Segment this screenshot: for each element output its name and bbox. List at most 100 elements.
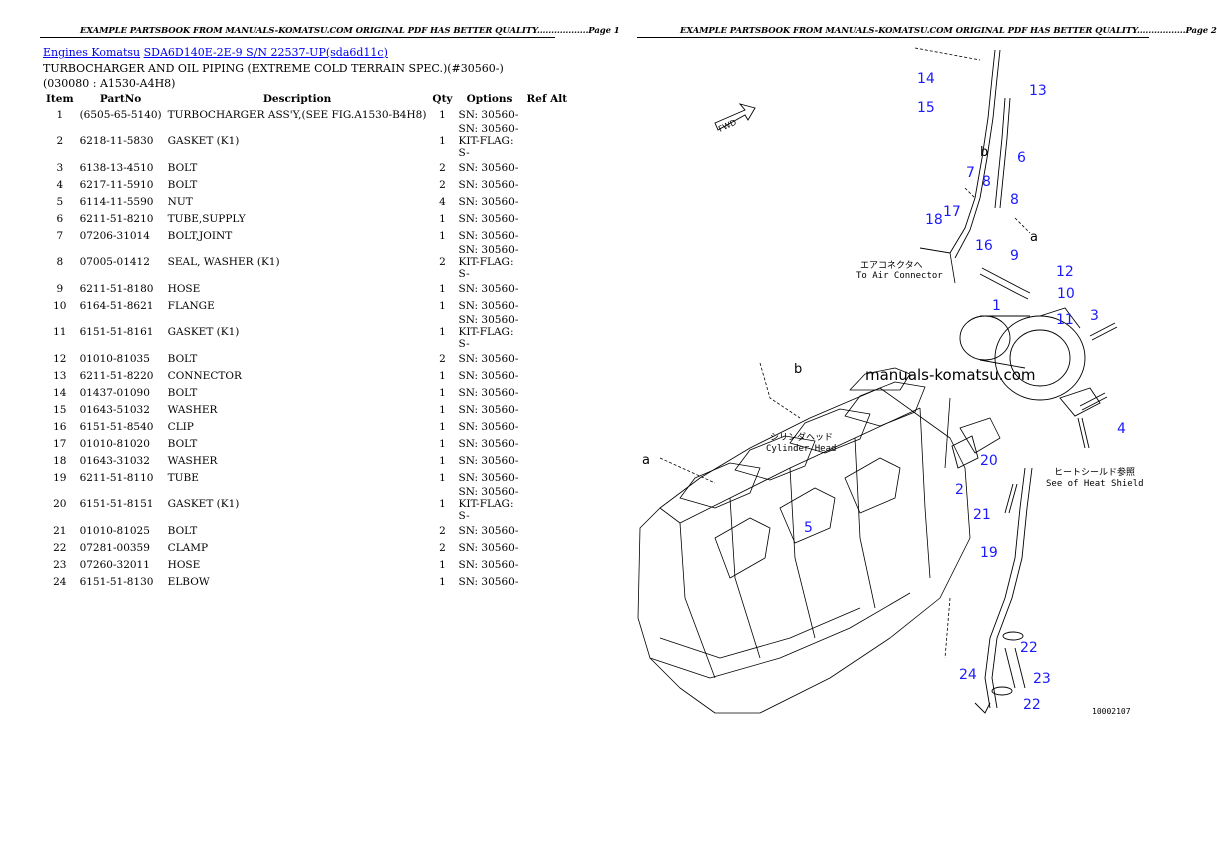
cell-item: 24 — [53, 575, 67, 588]
fwd-label: FWD — [717, 118, 738, 134]
table-row: 1(6505-65-5140)TURBOCHARGER ASS'Y,(SEE F… — [43, 106, 570, 123]
breadcrumb-link-model[interactable]: SDA6D140E-2E-9 S/N 22537-UP(sda6d11c) — [143, 46, 388, 59]
cell-description: BOLT — [167, 437, 198, 450]
cell-ref-alt — [524, 244, 571, 280]
callout-13: 13 — [1029, 83, 1047, 99]
callout-15: 15 — [917, 100, 935, 116]
cell-qty: 1 — [439, 454, 446, 467]
breadcrumb: Engines Komatsu SDA6D140E-2E-9 S/N 22537… — [43, 46, 388, 59]
cell-options: SN: 30560- — [458, 299, 519, 312]
cell-qty: 4 — [439, 195, 446, 208]
cell-item: 4 — [56, 178, 64, 191]
callout-5: 5 — [804, 520, 813, 536]
callout-11: 11 — [1056, 312, 1074, 328]
cell-options: SN: 30560- — [458, 437, 519, 450]
cell-item: 18 — [53, 454, 67, 467]
cell-partno: 6138-13-4510 — [79, 161, 154, 174]
cell-partno: 6217-11-5910 — [79, 178, 154, 191]
cell-options: SN: 30560- — [458, 403, 519, 416]
cell-ref-alt — [524, 435, 571, 452]
cell-item: 2 — [56, 135, 64, 147]
cell-ref-alt — [524, 539, 571, 556]
cell-description: WASHER — [167, 403, 218, 416]
turbocharger-drawing — [959, 307, 1101, 417]
cell-item: 21 — [53, 524, 67, 537]
cell-description: GASKET (K1) — [167, 498, 240, 510]
cell-ref-alt — [524, 573, 571, 590]
header-divider-2 — [637, 37, 1149, 38]
breadcrumb-link-engines[interactable]: Engines Komatsu — [43, 46, 141, 59]
cell-item: 12 — [53, 352, 67, 365]
cell-qty: 1 — [439, 420, 446, 433]
cell-options: SN: 30560- — [458, 575, 519, 588]
cell-qty: 1 — [439, 212, 446, 225]
cell-qty: 1 — [439, 558, 446, 571]
cell-description: BOLT — [167, 352, 198, 365]
cell-qty: 2 — [439, 352, 446, 365]
cell-description: BOLT — [167, 178, 198, 191]
ref-letter-a-left: a — [642, 453, 650, 468]
cell-options: SN: 30560- — [458, 386, 519, 399]
oil-piping-drawing — [919, 49, 1118, 714]
cell-item: 22 — [53, 541, 67, 554]
cell-ref-alt — [524, 193, 571, 210]
annotation-cylinder-head-jp: シリンダヘッド — [770, 431, 833, 443]
callout-8: 8 — [1010, 192, 1019, 208]
leader-lines — [659, 47, 1031, 659]
callout-1: 1 — [992, 298, 1001, 314]
cell-ref-alt — [524, 210, 571, 227]
cell-ref-alt — [524, 123, 571, 159]
cell-qty: 2 — [439, 541, 446, 554]
cell-partno: 6151-51-8161 — [79, 326, 154, 338]
cell-description: SEAL, WASHER (K1) — [167, 256, 280, 268]
callout-24: 24 — [959, 667, 977, 683]
cell-partno: 07005-01412 — [79, 256, 150, 268]
cell-options: SN: 30560- — [458, 161, 519, 174]
cell-ref-alt — [524, 452, 571, 469]
cell-description: TUBE — [167, 471, 199, 484]
cell-partno: 6211-51-8210 — [79, 212, 154, 225]
cell-item: 3 — [56, 161, 64, 174]
cell-ref-alt — [524, 418, 571, 435]
callout-20: 20 — [980, 453, 998, 469]
watermark: manuals-komatsu.com — [865, 366, 1036, 384]
cell-item: 15 — [53, 403, 67, 416]
cell-partno: 07260-32011 — [79, 558, 150, 571]
cell-ref-alt — [524, 350, 571, 367]
cell-options: SN: 30560- — [458, 178, 519, 191]
cell-qty: 2 — [439, 178, 446, 191]
cell-options: SN: 30560- — [458, 369, 519, 382]
cell-options: SN: 30560- — [458, 524, 519, 537]
page-2: EXAMPLE PARTSBOOK FROM MANUALS-KOMATSU.C… — [595, 0, 1217, 842]
parts-table: Item PartNo Description Qty Options Ref … — [43, 91, 570, 590]
page-1: EXAMPLE PARTSBOOK FROM MANUALS-KOMATSU.C… — [0, 0, 620, 842]
cell-ref-alt — [524, 522, 571, 539]
cell-qty: 1 — [439, 229, 446, 242]
callout-19: 19 — [980, 545, 998, 561]
cell-options: SN: 30560-KIT-FLAG: S- — [458, 244, 519, 280]
page-header: EXAMPLE PARTSBOOK FROM MANUALS-KOMATSU.C… — [80, 26, 620, 36]
cell-ref-alt — [524, 106, 571, 123]
cell-options: SN: 30560- — [458, 229, 519, 242]
item-callouts: 1234567889101112131415161718192021222223… — [804, 71, 1126, 713]
callout-8: 8 — [982, 174, 991, 190]
callout-17: 17 — [943, 204, 961, 220]
cell-options: SN: 30560- — [458, 541, 519, 554]
callout-10: 10 — [1057, 286, 1075, 302]
parts-table-header: Item PartNo Description Qty Options Ref … — [43, 91, 570, 106]
cell-partno: 07281-00359 — [79, 541, 150, 554]
cell-description: BOLT — [167, 386, 198, 399]
cell-partno: 6211-51-8180 — [79, 282, 154, 295]
cell-description: CLIP — [167, 420, 194, 433]
cell-partno: 01010-81020 — [79, 437, 150, 450]
cell-item: 1 — [56, 108, 64, 121]
cell-options: SN: 30560-KIT-FLAG: S- — [458, 123, 519, 159]
